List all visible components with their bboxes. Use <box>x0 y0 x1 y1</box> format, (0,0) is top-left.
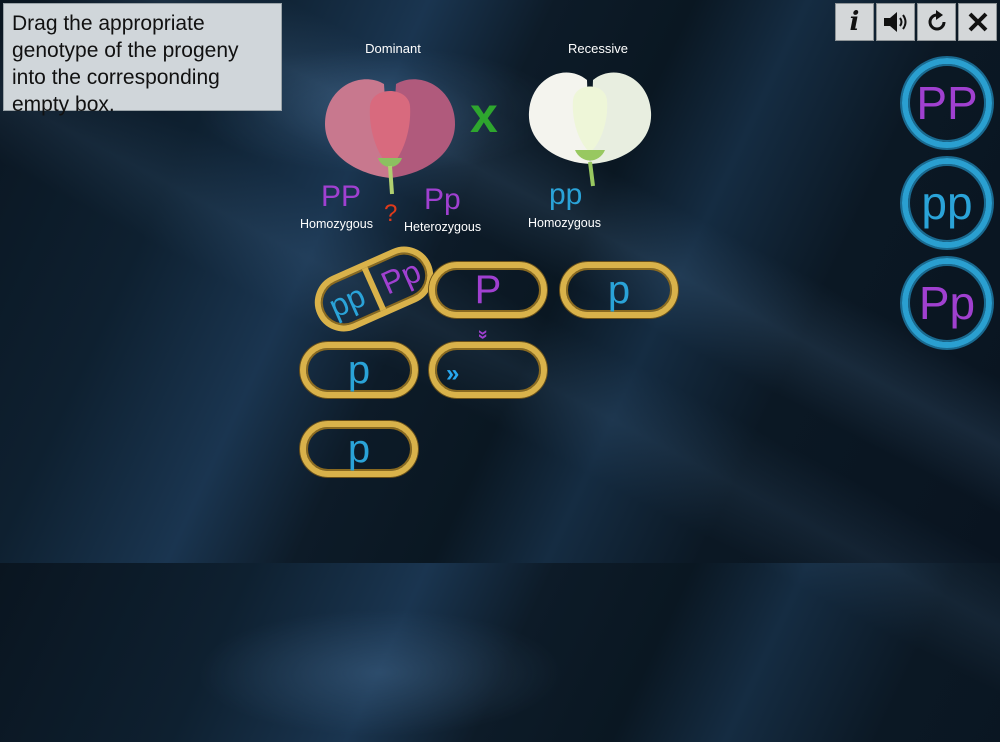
recessive-flower-icon <box>528 72 652 187</box>
reset-button[interactable] <box>917 3 956 41</box>
dominant-flower-icon <box>325 79 455 195</box>
dominant-homozygous-genotype: PP <box>321 180 362 213</box>
sound-button[interactable] <box>876 3 915 41</box>
hetero-dominant-allele: Pp <box>424 183 461 216</box>
arrow-right-icon: » <box>446 360 460 387</box>
choice-PP[interactable]: PP <box>902 58 992 148</box>
dominant-label: Dominant <box>365 41 421 56</box>
reset-icon <box>928 10 945 31</box>
arrow-down-icon: » <box>473 329 494 340</box>
toolbar: i <box>835 3 997 41</box>
info-button[interactable]: i <box>835 3 874 41</box>
dominant-heterozygous-label: Heterozygous <box>404 220 482 234</box>
allele-box-row2-left: p <box>300 342 418 398</box>
recessive-homozygous-genotype: pp <box>549 178 583 211</box>
speaker-icon <box>883 12 906 32</box>
close-icon <box>968 12 987 32</box>
close-button[interactable] <box>958 3 997 41</box>
empty-drop-box[interactable] <box>429 342 547 398</box>
allele-box-upper-recessive: p <box>560 262 678 318</box>
split-genotype-box: pp Pp <box>305 237 443 341</box>
choice-pp[interactable]: pp <box>902 158 992 248</box>
question-mark: ? <box>384 200 398 227</box>
dominant-homozygous-label: Homozygous <box>300 217 373 231</box>
allele-box-row3-left: p <box>300 421 418 477</box>
recessive-label: Recessive <box>568 41 628 56</box>
instruction-panel: Drag the appropriate genotype of the pro… <box>3 3 282 116</box>
cross-symbol: x <box>470 87 498 143</box>
choice-Pp[interactable]: Pp <box>902 258 992 348</box>
recessive-homozygous-label: Homozygous <box>528 216 601 230</box>
dominant-heterozygous-genotype: Pp <box>424 183 461 217</box>
allele-box-upper-dominant: P <box>429 262 547 318</box>
